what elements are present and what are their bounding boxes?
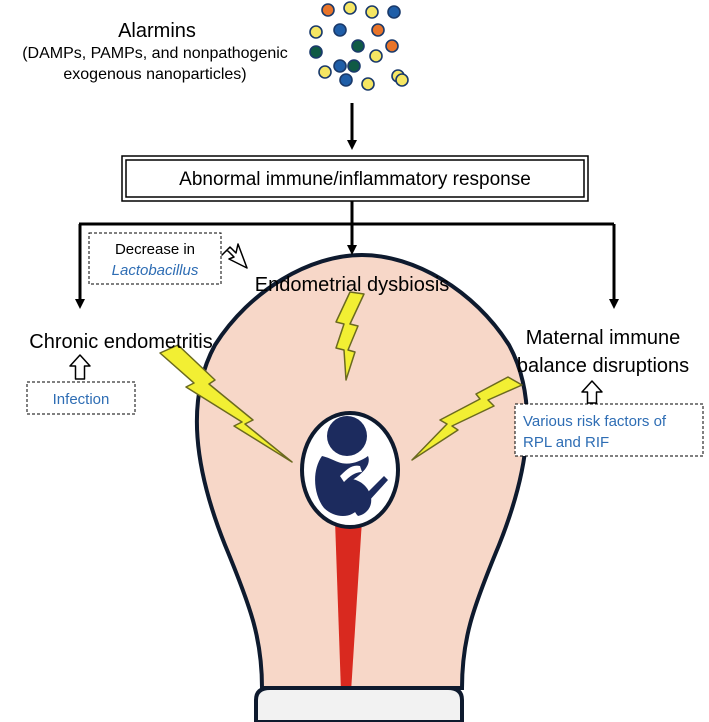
alarmins-subtitle-line2: exogenous nanoparticles) (63, 66, 246, 83)
response-box-inner (125, 159, 585, 198)
lightning-bolt-icon (411, 376, 523, 461)
lightning-bolt-icon (159, 344, 293, 463)
risk-factors-box (514, 403, 704, 457)
risk-factors-line1: Various risk factors of (523, 413, 667, 430)
alarmin-particle (309, 25, 323, 39)
maternal-immune-label-line1: Maternal immune (526, 327, 681, 349)
hollow-arrow-icon (221, 243, 248, 269)
alarmins-subtitle-line1: (DAMPs, PAMPs, and nonpathogenic (22, 45, 288, 62)
up-arrow-icon (69, 354, 91, 380)
endometrial-dysbiosis-label: Endometrial dysbiosis (255, 274, 450, 296)
lactobacillus-line1: Decrease in (115, 241, 195, 258)
alarmin-particle (387, 5, 401, 19)
alarmin-particle (385, 39, 399, 53)
lactobacillus-line2: Lactobacillus (112, 262, 199, 279)
response-box-label: Abnormal immune/inflammatory response (179, 169, 531, 190)
up-arrow-icon (581, 380, 603, 404)
alarmin-particle (347, 59, 361, 73)
alarmin-particle (351, 39, 365, 53)
alarmins-title: Alarmins (118, 20, 196, 42)
maternal-immune-label-line2: balance disruptions (517, 355, 689, 377)
alarmin-particle (395, 73, 409, 87)
alarmin-particle (333, 59, 347, 73)
alarmin-particle (339, 73, 353, 87)
alarmin-particle (321, 3, 335, 17)
cervical-canal (335, 520, 362, 692)
alarmin-particle (343, 1, 357, 15)
alarmin-particle (333, 23, 347, 37)
response-box-outer (121, 155, 589, 202)
alarmin-particle (361, 77, 375, 91)
alarmin-particle (365, 5, 379, 19)
particle-cluster (309, 1, 409, 91)
risk-factors-line2: RPL and RIF (523, 434, 609, 451)
infection-label: Infection (53, 391, 110, 408)
alarmin-particle (318, 65, 332, 79)
fetus-icon (315, 416, 388, 516)
lightning-bolt-icon (335, 291, 365, 381)
alarmin-particle (309, 45, 323, 59)
uterus-base (254, 686, 464, 722)
infection-box (26, 381, 136, 415)
lactobacillus-box (88, 232, 222, 285)
chronic-endometritis-label: Chronic endometritis (29, 331, 212, 353)
alarmin-particle (371, 23, 385, 37)
alarmin-particle (369, 49, 383, 63)
